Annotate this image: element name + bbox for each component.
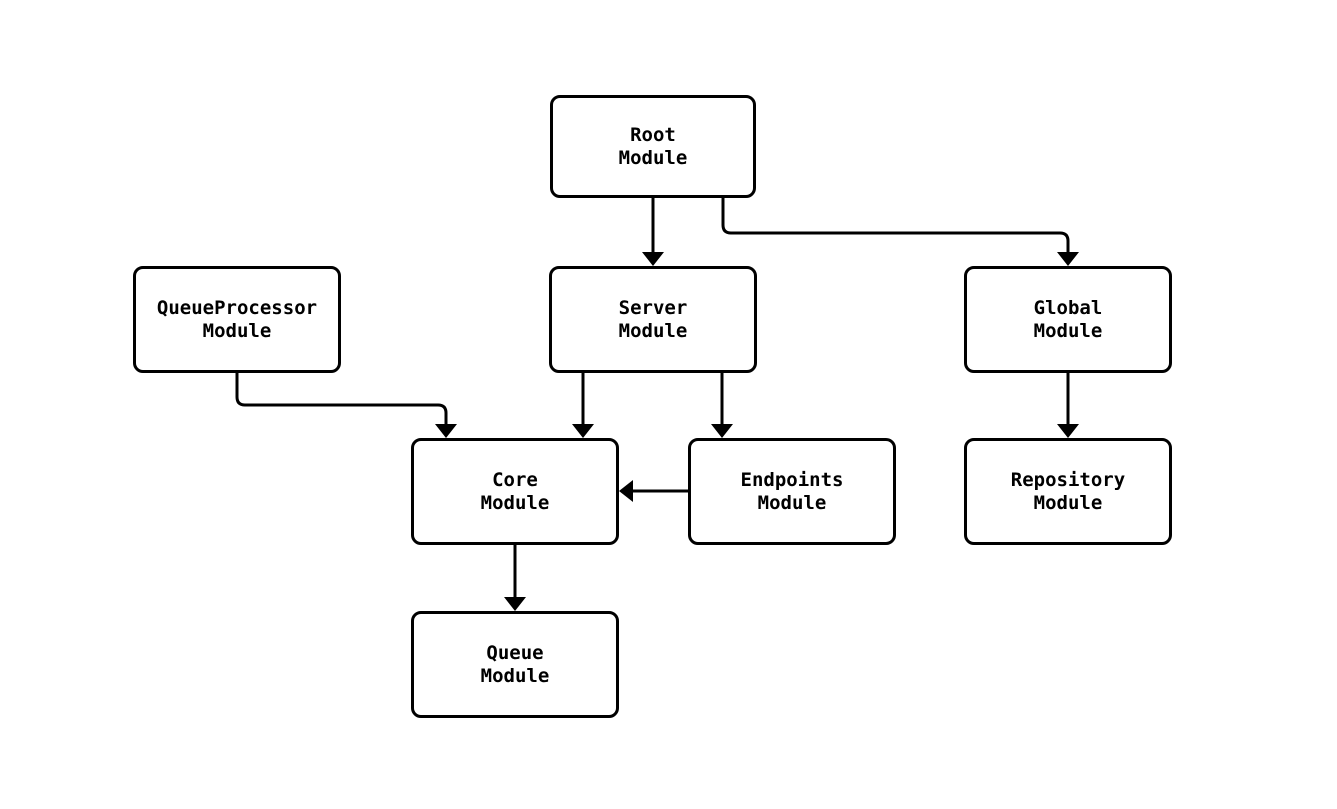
arrowhead-global-module-to-repository-module <box>1057 424 1079 438</box>
node-label: Global <box>1033 296 1103 319</box>
edge-queueprocessor-module-to-core-module <box>235 373 448 424</box>
arrowhead-endpoints-module-to-core-module <box>619 480 633 502</box>
node-label: Server <box>618 296 688 319</box>
node-label: Module <box>618 319 688 342</box>
arrowhead-queueprocessor-module-to-core-module <box>435 424 457 438</box>
node-label: Module <box>618 146 688 169</box>
node-label: Module <box>480 491 550 514</box>
node-label: Module <box>757 491 827 514</box>
arrowhead-server-module-to-endpoints-module <box>711 424 733 438</box>
node-label: Module <box>1033 319 1103 342</box>
arrowhead-server-module-to-core-module <box>572 424 594 438</box>
arrowhead-core-module-to-queue-module <box>504 597 526 611</box>
edge-root-module-to-global-module <box>721 198 1070 252</box>
node-label: Module <box>480 664 550 687</box>
node-label: Core <box>492 468 538 491</box>
node-label: Root <box>630 123 676 146</box>
node-label: Repository <box>1010 468 1126 491</box>
node-label: QueueProcessor <box>156 296 318 319</box>
node-label: Module <box>202 319 272 342</box>
node-label: Endpoints <box>740 468 844 491</box>
arrowhead-root-module-to-global-module <box>1057 252 1079 266</box>
arrowhead-root-module-to-server-module <box>642 252 664 266</box>
node-label: Module <box>1033 491 1103 514</box>
node-label: Queue <box>486 641 544 664</box>
